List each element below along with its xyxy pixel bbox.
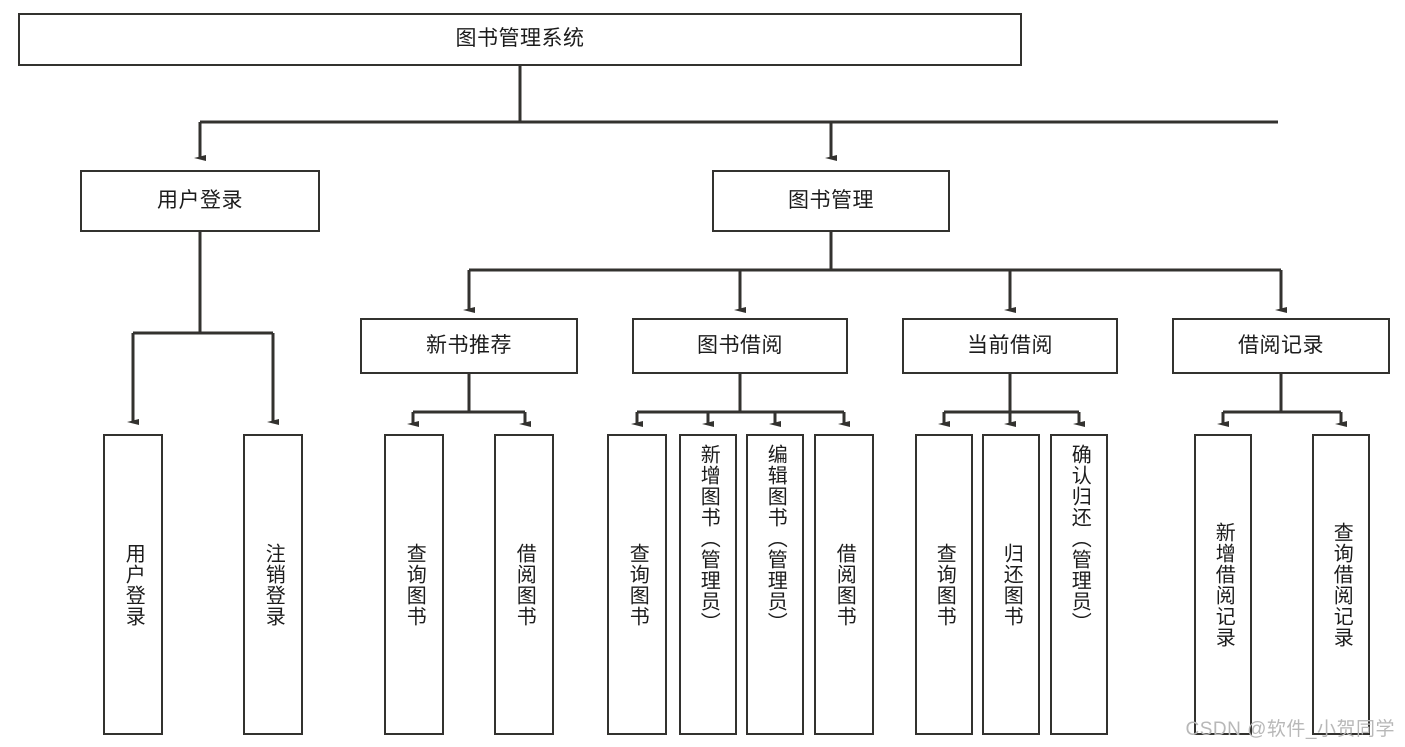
node-label: 查询图书 xyxy=(626,542,649,627)
node-label: 归还图书 xyxy=(1000,542,1023,627)
leaf-record-query-borrow-record[interactable]: 查询借阅记录 xyxy=(1312,434,1370,735)
node-label: 当前借阅 xyxy=(967,333,1053,357)
leaf-record-add-borrow-record[interactable]: 新增借阅记录 xyxy=(1194,434,1252,735)
node-label: 编辑图书（管理员） xyxy=(764,444,787,633)
node-new-book-recommend[interactable]: 新书推荐 xyxy=(360,318,578,374)
node-label: 确认归还（管理员） xyxy=(1068,444,1091,633)
node-label: 借阅图书 xyxy=(513,542,536,627)
node-book-borrow[interactable]: 图书借阅 xyxy=(632,318,848,374)
node-label: 图书借阅 xyxy=(697,333,783,357)
watermark-text: CSDN @软件_小贺同学 xyxy=(1185,719,1395,740)
node-label: 新增借阅记录 xyxy=(1212,521,1235,648)
node-label: 新增图书（管理员） xyxy=(697,444,720,633)
leaf-user-login[interactable]: 用户登录 xyxy=(103,434,163,735)
leaf-borrow-add-book-admin[interactable]: 新增图书（管理员） xyxy=(679,434,737,735)
leaf-newbook-query-book[interactable]: 查询图书 xyxy=(384,434,444,735)
leaf-newbook-borrow-book[interactable]: 借阅图书 xyxy=(494,434,554,735)
node-label: 新书推荐 xyxy=(426,333,512,357)
node-current-borrow[interactable]: 当前借阅 xyxy=(902,318,1118,374)
node-label: 用户登录 xyxy=(157,188,243,212)
leaf-borrow-query-book[interactable]: 查询图书 xyxy=(607,434,667,735)
node-label: 查询图书 xyxy=(403,542,426,627)
leaf-current-query-book[interactable]: 查询图书 xyxy=(915,434,973,735)
node-label: 借阅记录 xyxy=(1238,333,1324,357)
leaf-current-return-book[interactable]: 归还图书 xyxy=(982,434,1040,735)
node-label: 用户登录 xyxy=(122,542,145,627)
leaf-user-logout[interactable]: 注销登录 xyxy=(243,434,303,735)
node-label: 查询借阅记录 xyxy=(1330,521,1353,648)
node-user-login[interactable]: 用户登录 xyxy=(80,170,320,232)
node-root-system[interactable]: 图书管理系统 xyxy=(18,13,1022,66)
leaf-borrow-edit-book-admin[interactable]: 编辑图书（管理员） xyxy=(746,434,804,735)
node-label: 图书管理 xyxy=(788,188,874,212)
node-label: 图书管理系统 xyxy=(455,27,585,51)
node-borrow-record[interactable]: 借阅记录 xyxy=(1172,318,1390,374)
node-book-manage[interactable]: 图书管理 xyxy=(712,170,950,232)
leaf-borrow-borrow-book[interactable]: 借阅图书 xyxy=(814,434,874,735)
node-label: 借阅图书 xyxy=(833,542,856,627)
node-label: 注销登录 xyxy=(262,542,285,627)
leaf-current-confirm-return-admin[interactable]: 确认归还（管理员） xyxy=(1050,434,1108,735)
node-label: 查询图书 xyxy=(933,542,956,627)
